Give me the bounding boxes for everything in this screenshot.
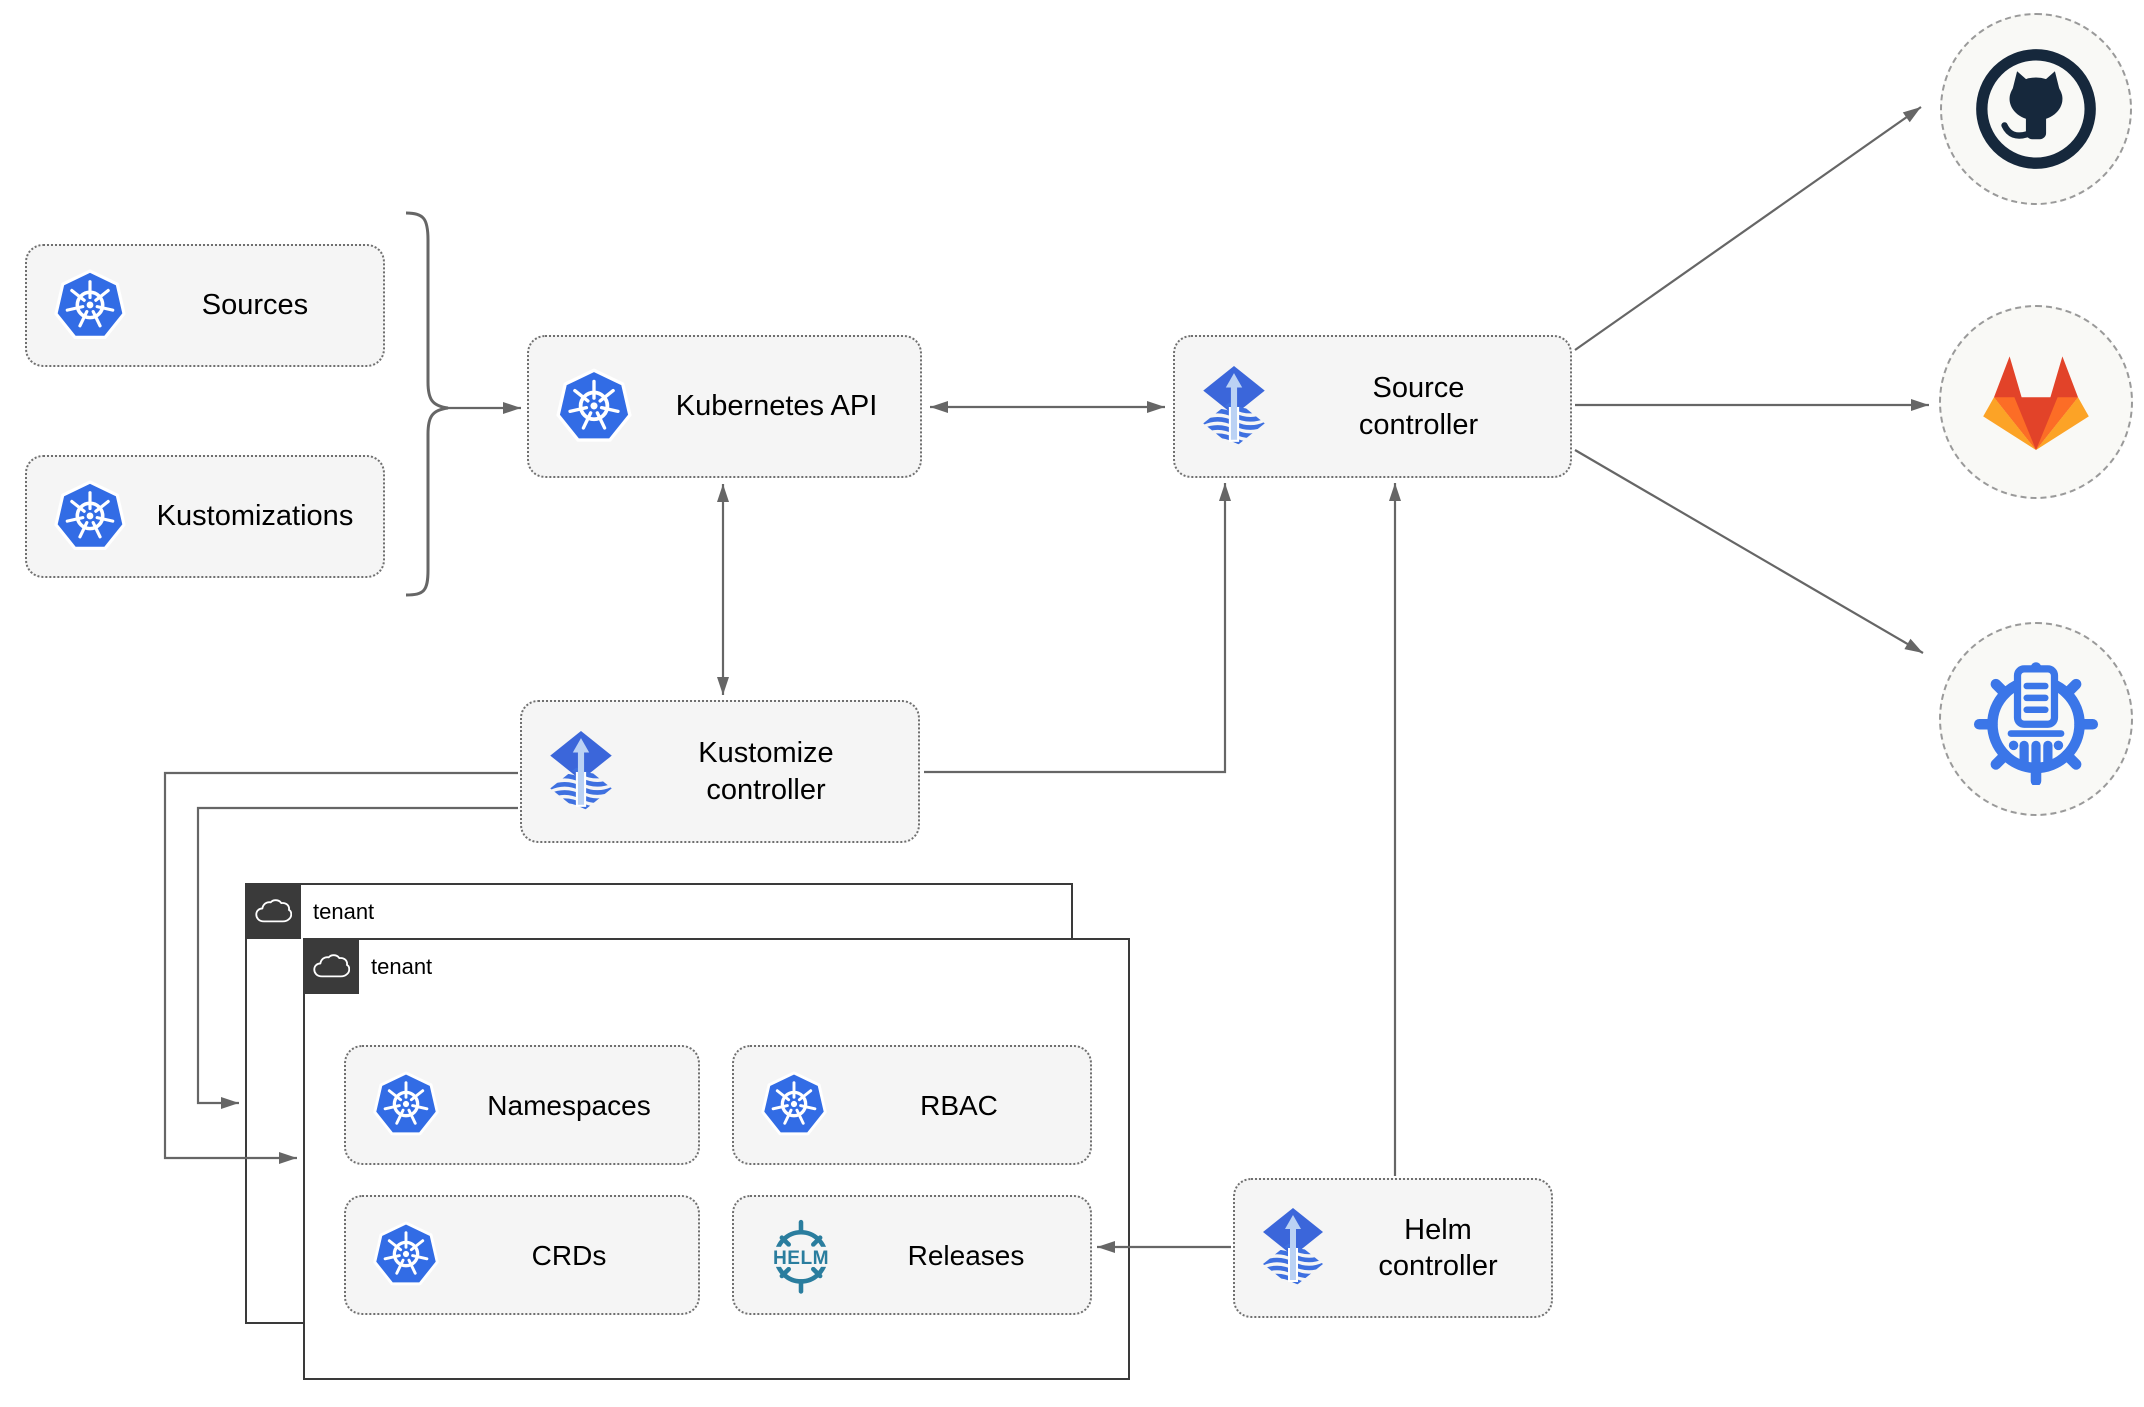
node-releases-label: Releases [907, 1239, 1025, 1271]
tenant-front-label: tenant [371, 954, 433, 979]
tenant-tag [245, 883, 301, 939]
node-namespaces-label: Namespaces [487, 1089, 651, 1121]
kubernetes-icon [760, 1071, 828, 1139]
edge-kustomize-to-source-controller [924, 483, 1231, 774]
cloud-icon [254, 898, 292, 925]
node-crds-label: CRDs [531, 1239, 607, 1271]
github-icon [1973, 46, 2099, 172]
remote-chartmuseum [1939, 622, 2133, 816]
node-kubernetes-api-label: Kubernetes API [675, 390, 878, 423]
chartmuseum-icon [1970, 653, 2102, 785]
kubernetes-icon [53, 269, 127, 343]
flux-icon [548, 730, 614, 813]
edge-source-controller-to-github [1574, 106, 1922, 351]
kubernetes-icon [555, 368, 633, 446]
remote-github [1940, 13, 2132, 205]
node-kustomizations: Kustomizations [25, 455, 385, 578]
cloud-icon [312, 953, 350, 980]
node-namespaces: Namespaces [344, 1045, 700, 1165]
flux-icon [1261, 1208, 1325, 1288]
node-rbac-label: RBAC [920, 1089, 998, 1121]
tenant-back-label: tenant [313, 899, 375, 924]
node-kustomizations-label: Kustomizations [156, 500, 354, 533]
node-rbac: RBAC [732, 1045, 1092, 1165]
tenant-tag [303, 938, 359, 994]
node-sources: Sources [25, 244, 385, 367]
remote-gitlab [1939, 305, 2133, 499]
node-kubernetes-api: Kubernetes API [527, 335, 922, 478]
tenant-container-front: tenant [303, 938, 1130, 1380]
node-crds: CRDs [344, 1195, 700, 1315]
helm-icon: HELM [760, 1214, 842, 1296]
kubernetes-icon [372, 1221, 440, 1289]
node-releases: HELM Releases [732, 1195, 1092, 1315]
kubernetes-icon [372, 1071, 440, 1139]
brace-sources-group [405, 211, 449, 597]
flux-icon [1201, 365, 1267, 448]
edge-source-controller-to-chartmuseum [1574, 449, 1924, 654]
kubernetes-icon [53, 480, 127, 554]
gitlab-icon [1969, 342, 2103, 462]
svg-text:HELM: HELM [773, 1248, 829, 1269]
node-sources-label: Sources [201, 289, 309, 322]
